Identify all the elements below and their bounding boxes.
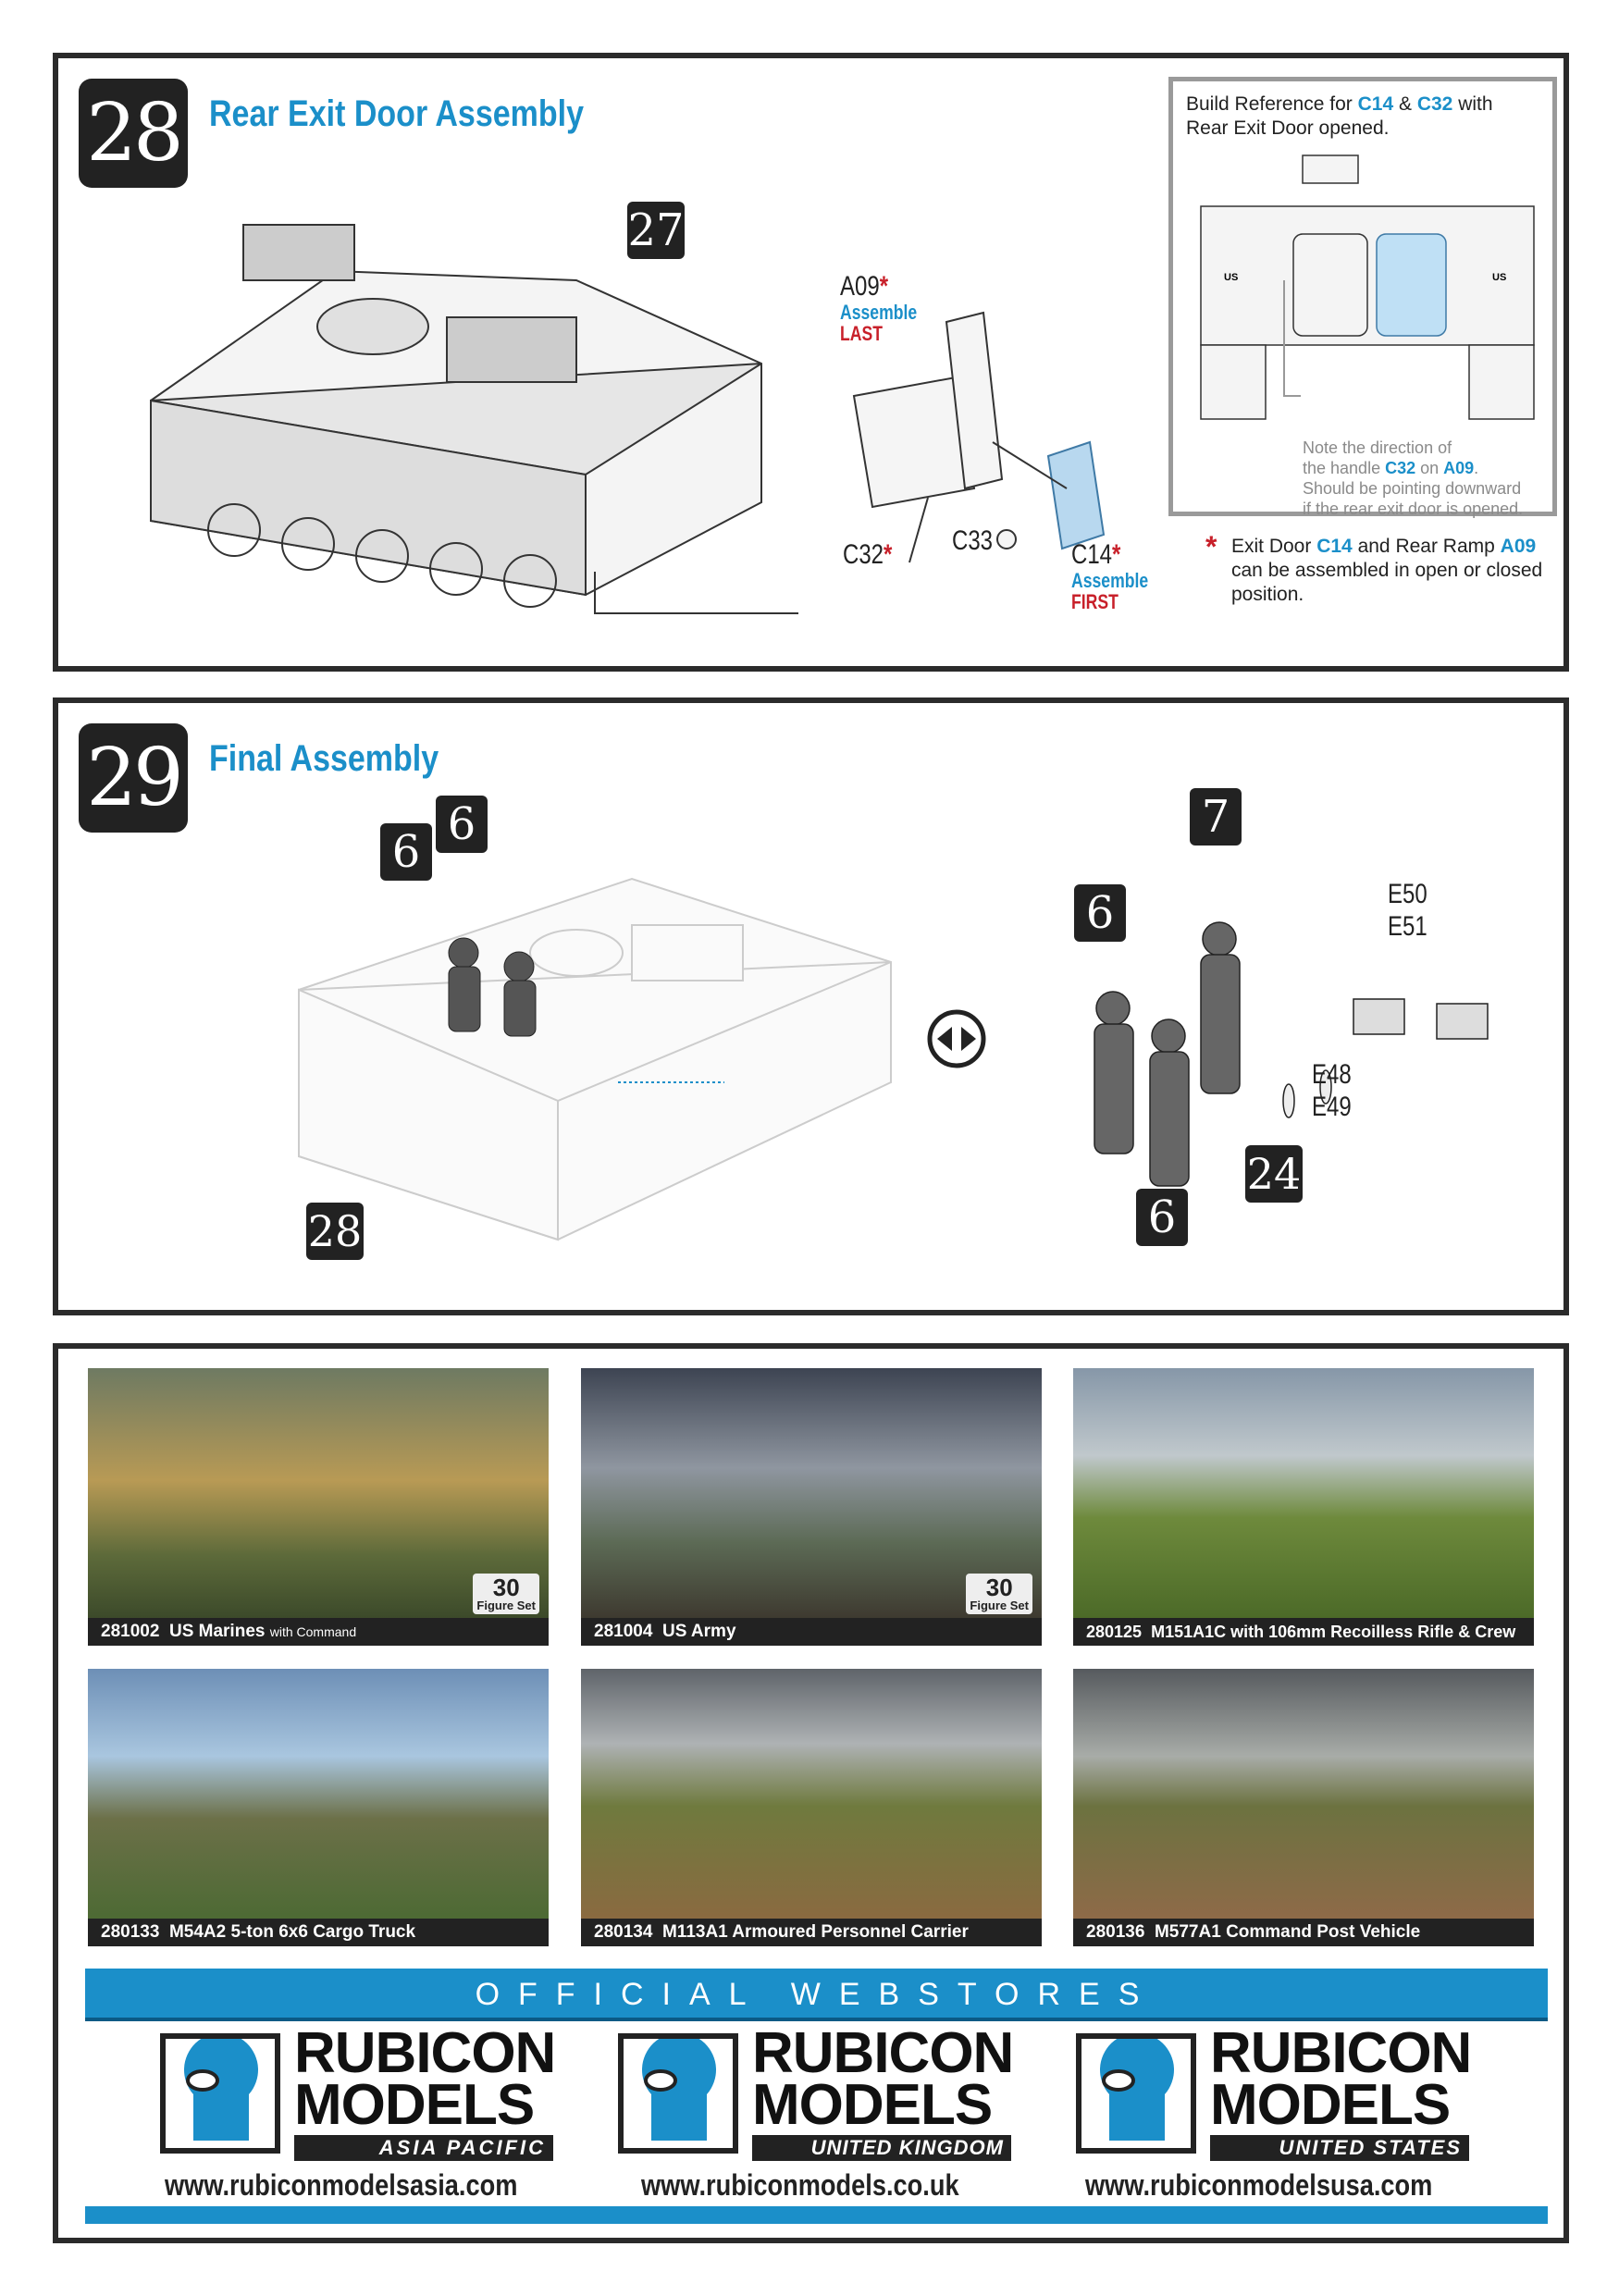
- product-artwork: [581, 1368, 1042, 1618]
- part-c33-label: C33: [952, 525, 994, 556]
- product-artwork: [88, 1669, 549, 1919]
- product-card[interactable]: 280133 M54A2 5-ton 6x6 Cargo Truck: [88, 1669, 549, 1946]
- step-title: Rear Exit Door Assembly: [209, 93, 584, 134]
- swap-arrows-icon[interactable]: [926, 1008, 987, 1069]
- product-card[interactable]: 280125 M151A1C with 106mm Recoilless Rif…: [1073, 1368, 1534, 1646]
- part-e50-label: E50: [1388, 879, 1427, 909]
- part-c14-label: C14*: [1071, 539, 1121, 570]
- webstore-link-us[interactable]: www.rubiconmodelsusa.com: [1085, 2168, 1433, 2202]
- handle-direction-note: Note the direction of the handle C32 on …: [1303, 438, 1524, 518]
- part-c32-label: C32*: [843, 539, 893, 570]
- part-e51-label: E51: [1388, 911, 1427, 942]
- product-caption: 280133 M54A2 5-ton 6x6 Cargo Truck: [88, 1919, 549, 1946]
- rubicon-mark-icon: [160, 2032, 280, 2154]
- region-label: ASIA PACIFIC: [294, 2135, 553, 2161]
- product-caption: 281002 US Marines with Command: [88, 1618, 549, 1646]
- step-number: 29: [79, 723, 188, 833]
- product-caption: 280136 M577A1 Command Post Vehicle: [1073, 1919, 1534, 1946]
- a09-last-note: LAST: [840, 322, 883, 345]
- figure-set-tag: 6: [436, 796, 488, 853]
- reference-title: Build Reference for C14 & C32 with Rear …: [1186, 93, 1493, 139]
- product-caption: 280125 M151A1C with 106mm Recoilless Rif…: [1073, 1618, 1534, 1646]
- rubicon-mark-icon: [618, 2032, 738, 2154]
- part-a09-label: A09*: [840, 271, 889, 302]
- apc-ghost-drawing-icon: [298, 877, 892, 1241]
- step-title: Final Assembly: [209, 738, 439, 779]
- step-number: 28: [79, 79, 188, 188]
- official-webstores-heading: OFFICIAL WEBSTORES: [85, 1969, 1548, 2021]
- part-e48-label: E48: [1312, 1059, 1352, 1090]
- webstore-link-asia[interactable]: www.rubiconmodelsasia.com: [165, 2168, 518, 2202]
- product-caption: 280134 M113A1 Armoured Personnel Carrier: [581, 1919, 1042, 1946]
- c14-assemble-note: Assemble: [1071, 569, 1149, 592]
- step-29-panel: 29 Final Assembly 6 6 28 7 6 24: [53, 697, 1569, 1315]
- crew-figures-icon: [1094, 921, 1489, 1187]
- c14-first-note: FIRST: [1071, 590, 1118, 613]
- figure-set-tag: 6: [380, 823, 432, 881]
- product-artwork: [1073, 1669, 1534, 1919]
- rear-ramp-part-icon: [852, 311, 1106, 563]
- product-artwork: [581, 1669, 1042, 1919]
- apc-rear-view-icon: US US: [1200, 154, 1535, 420]
- ref-step-tag: 24: [1245, 1145, 1303, 1203]
- figure-set-tag: 6: [1136, 1189, 1188, 1246]
- figure-set-tag: 6: [1074, 884, 1126, 942]
- webstore-link-uk[interactable]: www.rubiconmodels.co.uk: [641, 2168, 959, 2202]
- build-reference-box: Build Reference for C14 & C32 with Rear …: [1168, 77, 1557, 518]
- product-card[interactable]: 280136 M577A1 Command Post Vehicle: [1073, 1669, 1534, 1946]
- us-marking-right: US: [1492, 272, 1506, 283]
- ref-step-tag: 27: [627, 202, 685, 259]
- part-e49-label: E49: [1312, 1092, 1352, 1122]
- product-artwork: [1073, 1368, 1534, 1618]
- us-marking-left: US: [1224, 272, 1238, 283]
- product-artwork: [88, 1368, 549, 1618]
- bottom-accent-bar: [85, 2206, 1548, 2224]
- assembly-footnote: * Exit Door C14 and Rear Ramp A09 can be…: [1205, 530, 1543, 605]
- a09-assemble-note: Assemble: [840, 301, 918, 324]
- step-28-panel: 28 Rear Exit Door Assembly 27 A09* Assem…: [53, 53, 1569, 672]
- product-card[interactable]: 280134 M113A1 Armoured Personnel Carrier: [581, 1669, 1042, 1946]
- region-label: UNITED KINGDOM: [752, 2135, 1011, 2161]
- apc-drawing-icon: [150, 224, 798, 614]
- rubicon-mark-icon: [1076, 2032, 1196, 2154]
- ref-step-tag: 28: [306, 1203, 364, 1260]
- product-caption: 281004 US Army: [581, 1618, 1042, 1646]
- figure-set-tag: 7: [1190, 788, 1242, 846]
- region-label: UNITED STATES: [1210, 2135, 1469, 2161]
